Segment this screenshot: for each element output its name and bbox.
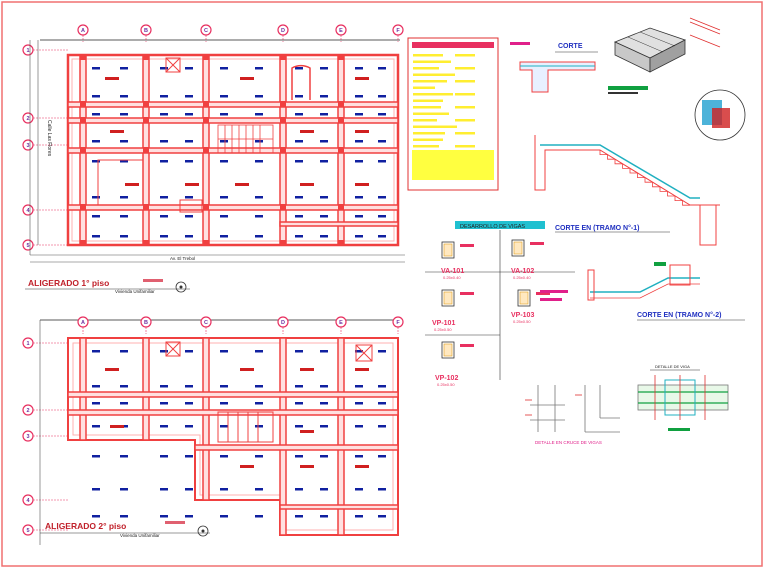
axis-bubble-b: B [140,316,152,334]
beam-name-label: VA-102 [511,268,534,275]
street-left-label: Calle Las Flores [46,120,52,157]
axis-bubble-1: 1 [22,44,68,56]
axis-bubble-b: B [140,24,152,42]
svg-text:1: 1 [26,341,29,347]
svg-text:4: 4 [26,498,30,504]
axis-bubble-c: C [200,316,212,334]
beam-size-label: 0.25x0.40 [443,275,461,280]
stair-section-1-label: CORTE EN (TRAMO N°-1) [555,224,639,232]
stair-section-2-label: CORTE EN (TRAMO N°-2) [637,311,721,319]
svg-text:A: A [81,28,85,34]
svg-text:E: E [339,320,343,326]
north-arrow-icon [175,281,187,293]
beam-name-label: VP-101 [432,320,455,327]
svg-text:F: F [396,320,400,326]
beam-schedule-header: DESARROLLO DE VIGAS [460,224,525,230]
axis-bubble-e: E [335,24,347,42]
north-arrow-icon [197,525,209,537]
svg-text:D: D [281,320,285,326]
axis-bubble-3: 3 [22,430,68,442]
svg-text:C: C [204,28,208,34]
beam-schedule: DESARROLLO DE VIGAS VA-1010.25x0.40VA-10… [425,221,575,387]
svg-text:C: C [204,320,208,326]
beam-size-label: 0.25x0.50 [513,319,531,324]
axis-bubble-f: F [392,316,404,334]
second-floor-slab-plan: A B C D E F 1 2 3 4 5 [22,316,404,545]
axis-bubble-5: 5 [22,239,68,251]
svg-text:D: D [281,28,285,34]
svg-text:E: E [339,28,343,34]
svg-text:B: B [144,28,148,34]
svg-text:1: 1 [26,48,29,54]
beam-name-label: VA-101 [441,268,464,275]
svg-text:F: F [396,28,400,34]
beam-size-label: 0.25x0.50 [437,382,455,387]
beam-name-label: VP-102 [435,375,458,382]
svg-text:2: 2 [26,408,29,414]
svg-text:4: 4 [26,208,30,214]
svg-text:A: A [81,320,85,326]
svg-text:5: 5 [26,243,29,249]
beam-detail-label: DETALLE DE VIGA [655,364,690,369]
plan1-title: ALIGERADO 1° piso [28,278,109,288]
svg-text:CORTE: CORTE [558,43,583,50]
stair-section-2: CORTE EN (TRAMO N°-2) [587,262,745,321]
axis-bubble-f: F [392,24,404,42]
axis-bubble-2: 2 [22,112,68,124]
axis-bubble-1: 1 [22,337,68,349]
axis-bubble-d: D [277,316,289,334]
axis-bubble-a: A [77,316,89,334]
svg-text:B: B [144,320,148,326]
street-bottom-label: Av. El Trebol [170,256,195,261]
svg-text:2: 2 [26,116,29,122]
beam-size-label: 0.25x0.40 [513,275,531,280]
slab-section-detail: CORTE [510,17,746,141]
axis-bubble-3: 3 [22,139,68,151]
first-floor-slab-plan: A B C D E F 1 2 3 4 5 Calle Las Flores Av. El Tre… [22,24,405,294]
plan1-subtitle: Vivienda Unifamiliar [115,289,155,294]
axis-bubble-a: A [77,24,89,42]
beam-size-label: 0.25x0.50 [434,327,452,332]
beam-cross-detail: DETALLE EN CRUCE DE VIGAS [525,385,620,445]
axis-bubble-c: C [200,24,212,42]
beam-detail: DETALLE DE VIGA [637,364,729,431]
svg-text:3: 3 [26,143,29,149]
axis-bubble-d: D [277,24,289,42]
general-notes-box [407,37,499,191]
plan2-subtitle: Vivienda Unifamiliar [120,533,160,538]
axis-bubble-5: 5 [22,524,68,536]
axis-bubble-4: 4 [22,494,68,506]
axis-bubble-2: 2 [22,404,68,416]
beam-cross-label: DETALLE EN CRUCE DE VIGAS [535,440,602,445]
svg-text:3: 3 [26,434,29,440]
plan2-title: ALIGERADO 2° piso [45,521,126,531]
stair-section-1: CORTE EN (TRAMO N°-1) [534,135,720,246]
beam-name-label: VP-103 [511,312,534,319]
svg-text:5: 5 [26,528,29,534]
axis-bubble-4: 4 [22,204,68,216]
axis-bubble-e: E [335,316,347,334]
